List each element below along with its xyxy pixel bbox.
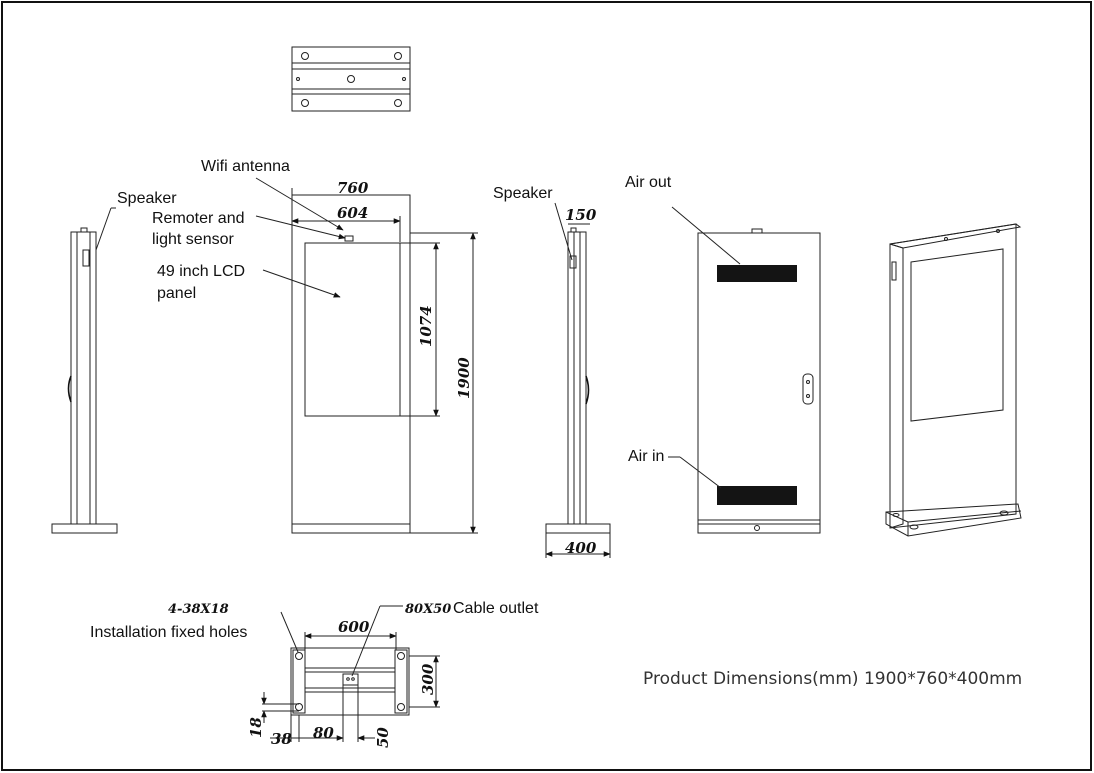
- dim-base-300: 300: [419, 663, 437, 695]
- lcd-label-line2: panel: [157, 285, 196, 302]
- perspective-view: [885, 223, 1022, 537]
- cable-outlet: [342, 673, 359, 686]
- remoter-label-line2: light sensor: [152, 231, 234, 248]
- air-in-vent: [717, 486, 797, 505]
- cable-outlet-label: Cable outlet: [453, 600, 539, 617]
- base-plate-view: [261, 605, 440, 742]
- dim-width-760: 760: [337, 179, 369, 197]
- door-lock-handle: [802, 373, 814, 405]
- air-in-label: Air in: [628, 448, 664, 465]
- air-out-vent: [717, 265, 797, 282]
- dim-depth-400: 400: [565, 539, 597, 557]
- air-out-label: Air out: [625, 174, 672, 191]
- holes-spec-label: 4-38X18: [168, 602, 229, 617]
- top-bracket-view: [291, 46, 411, 112]
- lcd-label-line1: 49 inch LCD: [157, 263, 245, 280]
- right-side-view: [545, 202, 611, 558]
- remoter-label-line1: Remoter and: [152, 210, 245, 227]
- left-side-view: [51, 207, 118, 534]
- cable-spec-label: 80X50: [405, 602, 451, 617]
- dim-width-604: 604: [337, 204, 368, 222]
- speaker-left-label: Speaker: [117, 190, 177, 207]
- speaker-right-label: Speaker: [493, 185, 553, 202]
- wifi-antenna-label: Wifi antenna: [201, 158, 290, 175]
- dim-height-1074: 1074: [417, 305, 435, 347]
- front-view: [255, 177, 478, 534]
- installation-holes-label: Installation fixed holes: [90, 624, 247, 641]
- product-dimensions-caption: Product Dimensions(mm) 1900*760*400mm: [643, 669, 1022, 689]
- dim-height-1900: 1900: [455, 357, 473, 399]
- dim-base-18: 18: [247, 717, 265, 738]
- dim-base-38: 38: [271, 730, 292, 748]
- dim-depth-150: 150: [565, 206, 597, 224]
- dim-base-50: 50: [374, 727, 392, 748]
- dim-base-600: 600: [338, 618, 370, 636]
- back-view: [668, 206, 821, 534]
- dim-base-80: 80: [313, 724, 334, 742]
